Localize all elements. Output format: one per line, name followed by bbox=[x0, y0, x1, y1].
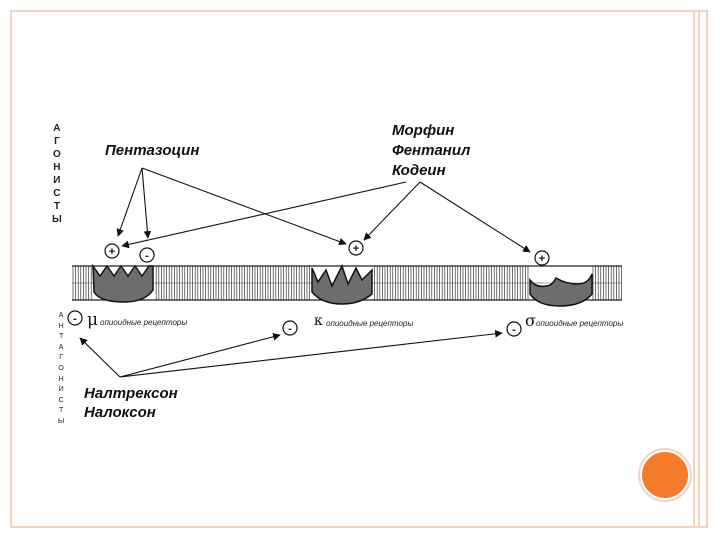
letter: Н bbox=[58, 375, 64, 383]
svg-text:-: - bbox=[73, 313, 77, 325]
letter: Т bbox=[58, 333, 64, 341]
letter: С bbox=[53, 188, 61, 199]
letter: А bbox=[53, 123, 61, 134]
kappa-receptor-label: опиоидные рецепторы bbox=[326, 319, 414, 328]
letter: А bbox=[58, 312, 64, 319]
letter: А bbox=[58, 343, 64, 351]
drug-naltrexone: Налтрексон bbox=[84, 385, 178, 402]
minus-sign-mu: - bbox=[139, 247, 155, 263]
antagonists-vertical-label: А Н Т А Г О Н И С Т Ы bbox=[58, 312, 64, 429]
kappa-symbol: κ bbox=[314, 313, 323, 329]
agonist-arrows bbox=[116, 167, 531, 253]
plus-sign-mu: + bbox=[104, 243, 120, 259]
svg-text:+: + bbox=[353, 243, 359, 255]
letter: Ы bbox=[52, 214, 62, 225]
letter: Т bbox=[53, 201, 60, 212]
minus-sign-antagonist-mu: - bbox=[67, 310, 83, 326]
sigma-receptor-label: опиоидные рецепторы bbox=[536, 319, 624, 328]
mu-receptor bbox=[92, 263, 154, 303]
letter: И bbox=[58, 386, 64, 394]
antagonist-arrows bbox=[79, 329, 503, 378]
minus-sign-antagonist-kappa: - bbox=[282, 320, 298, 336]
letter: Н bbox=[58, 322, 64, 330]
svg-text:-: - bbox=[512, 324, 516, 336]
letter: Н bbox=[53, 162, 61, 173]
mu-symbol: μ bbox=[87, 310, 99, 330]
drug-naloxone: Налоксон bbox=[84, 404, 156, 421]
svg-text:+: + bbox=[539, 253, 545, 265]
drug-fentanyl: Фентанил bbox=[392, 142, 471, 159]
cell-membrane bbox=[72, 265, 622, 301]
letter: Г bbox=[54, 136, 60, 147]
mu-receptor-label: опиоидные рецепторы bbox=[100, 318, 188, 327]
letter: С bbox=[58, 396, 64, 404]
decorative-circle bbox=[640, 450, 690, 500]
letter: Г bbox=[59, 354, 63, 362]
slide-frame-line bbox=[693, 10, 695, 528]
agonists-vertical-label: А Г О Н И С Т Ы bbox=[52, 124, 62, 228]
slide-frame-line bbox=[698, 10, 700, 528]
svg-text:-: - bbox=[288, 323, 292, 335]
letter: Т bbox=[58, 407, 64, 415]
drug-codeine: Кодеин bbox=[392, 162, 446, 179]
sigma-receptor bbox=[529, 273, 593, 307]
kappa-receptor bbox=[311, 264, 373, 305]
minus-sign-antagonist-sigma: - bbox=[506, 321, 522, 337]
letter: О bbox=[58, 364, 64, 372]
letter: О bbox=[53, 149, 61, 160]
plus-sign-sigma: + bbox=[534, 250, 550, 266]
svg-text:-: - bbox=[145, 250, 149, 262]
plus-sign-kappa: + bbox=[348, 240, 364, 256]
drug-pentazocine: Пентазоцин bbox=[105, 142, 200, 159]
letter: Ы bbox=[58, 417, 65, 425]
slide-frame bbox=[10, 10, 708, 528]
drug-morphine: Морфин bbox=[392, 122, 455, 139]
svg-text:+: + bbox=[109, 246, 115, 258]
letter: И bbox=[53, 175, 61, 186]
sigma-symbol: σ bbox=[525, 311, 536, 330]
